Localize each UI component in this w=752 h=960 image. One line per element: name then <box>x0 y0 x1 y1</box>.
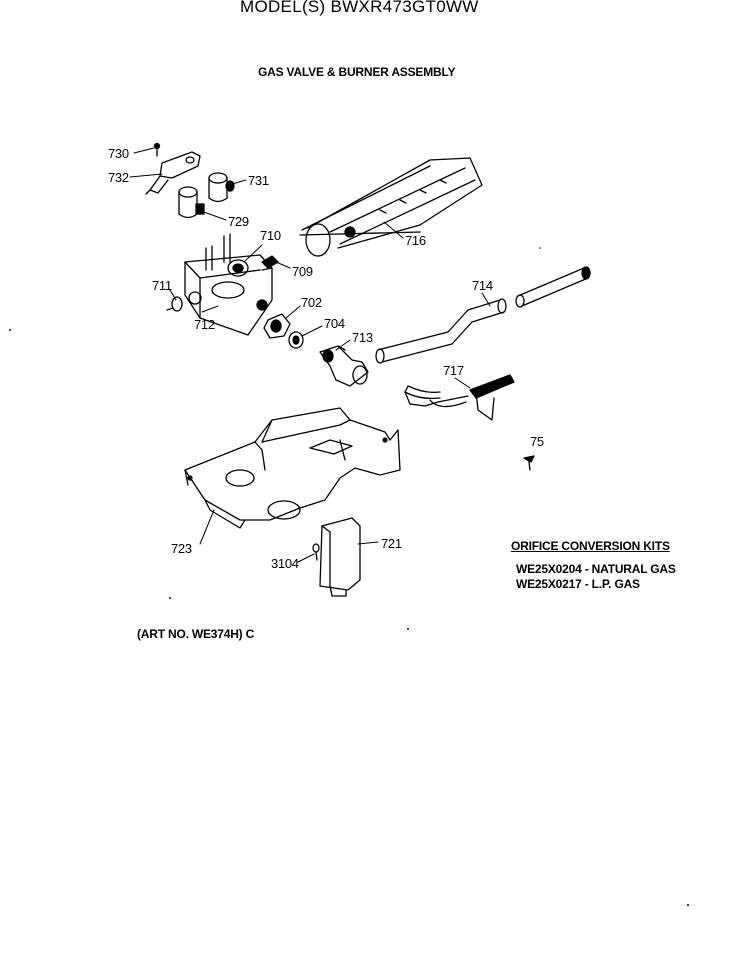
scan-dots <box>9 247 689 906</box>
callout-711: 711 <box>152 278 172 293</box>
part-717-igniter <box>404 374 515 421</box>
orifice-kits-heading: ORIFICE CONVERSION KITS <box>511 539 670 553</box>
callout-704: 704 <box>324 316 345 331</box>
callout-723: 723 <box>171 541 192 556</box>
part-714-tube <box>375 298 507 364</box>
callout-75: 75 <box>530 434 544 449</box>
kit-part-number: WE25X0204 <box>516 562 582 576</box>
kit-description: L.P. GAS <box>591 577 640 591</box>
callout-721: 721 <box>381 536 402 551</box>
callout-3104: 3104 <box>271 556 299 571</box>
callout-713: 713 <box>352 330 373 345</box>
part-721-shield <box>319 517 361 597</box>
callout-702: 702 <box>301 295 322 310</box>
part-3104-screw <box>312 543 320 561</box>
callout-730: 730 <box>108 146 129 161</box>
callout-729: 729 <box>228 214 249 229</box>
kit-description: NATURAL GAS <box>591 562 676 576</box>
leader-lines <box>129 147 491 563</box>
diagram-title: GAS VALVE & BURNER ASSEMBLY <box>258 65 456 79</box>
art-number: (ART NO. WE374H) C <box>137 627 255 641</box>
part-714-pipe <box>515 266 591 308</box>
callout-717: 717 <box>443 363 464 378</box>
part-730-screw <box>153 142 161 157</box>
part-712-valve-body <box>184 233 273 336</box>
part-713-elbow <box>319 345 369 387</box>
callout-731: 731 <box>248 173 269 188</box>
callout-712: 712 <box>194 317 215 332</box>
part-723-burner-bracket <box>184 407 401 529</box>
kit-part-number: WE25X0217 <box>516 577 582 591</box>
callout-709: 709 <box>292 264 313 279</box>
part-716-burner <box>299 157 483 257</box>
part-729-coil <box>178 186 205 219</box>
model-number: MODEL(S) BWXR473GT0WW <box>240 0 479 16</box>
part-731-coil <box>208 172 235 203</box>
kit-separator: - <box>581 577 592 591</box>
part-711-fitting <box>166 296 183 312</box>
part-709-orifice <box>261 255 279 269</box>
callout-710: 710 <box>260 228 281 243</box>
part-732-bracket <box>145 151 201 195</box>
part-702-nut <box>263 313 291 339</box>
part-704-orifice <box>288 331 304 349</box>
callout-716: 716 <box>405 233 426 248</box>
kit-separator: - <box>581 562 592 576</box>
part-75-screw <box>523 455 535 471</box>
callout-714: 714 <box>472 278 493 293</box>
callout-732: 732 <box>108 170 129 185</box>
orifice-kit-lp-gas: WE25X0217 - L.P. GAS <box>516 578 640 590</box>
orifice-kit-natural-gas: WE25X0204 - NATURAL GAS <box>516 563 676 575</box>
